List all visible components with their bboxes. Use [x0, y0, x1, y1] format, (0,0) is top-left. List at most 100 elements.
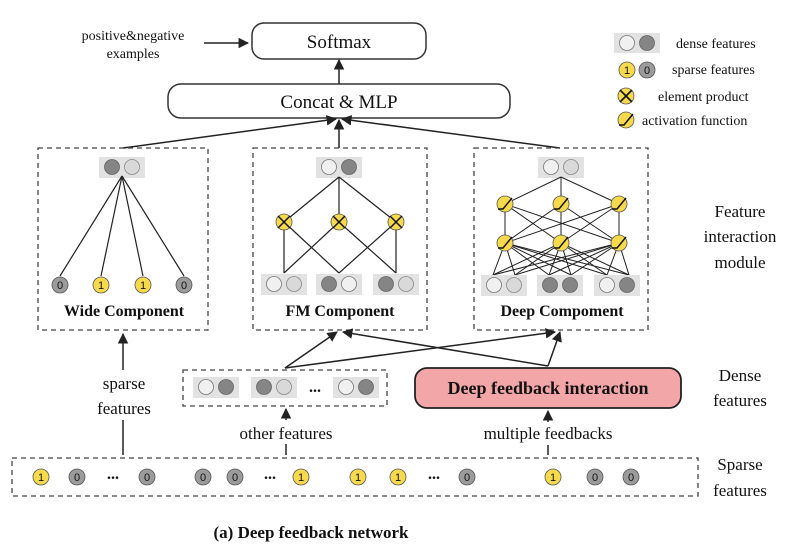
deep-activation-nodes: [496, 195, 628, 252]
pos-neg-label-line1: positive&negative: [82, 29, 185, 44]
legend-sparse-label: sparse features: [672, 63, 755, 78]
sparse-feature-node: 0: [138, 468, 156, 486]
concat-mlp-label: Concat & MLP: [280, 92, 397, 113]
node-circle: [51, 276, 69, 294]
node-circle: [458, 468, 476, 486]
wide-input-node: 0: [175, 276, 193, 294]
node-value: 1: [550, 472, 556, 484]
wide-to-concat-arrow: [122, 115, 338, 149]
sparse-feature-node: 1: [349, 468, 367, 486]
deep-input-chip: [481, 275, 527, 296]
deep-to-concat-arrow: [340, 115, 561, 149]
sparse-feature-node: ...: [107, 466, 119, 483]
dense-feature-row: ...: [182, 369, 388, 407]
node-circle: [292, 468, 310, 486]
legend-activation-label: activation function: [642, 114, 747, 129]
deep-activation-node: [610, 234, 628, 252]
node-circle: [544, 468, 562, 486]
dense-to-fm-arrow: [284, 331, 338, 369]
node-circle: [175, 276, 193, 294]
node-circle: [92, 276, 110, 294]
legend-activation-icon: [617, 111, 635, 129]
dense-line2: features: [713, 391, 767, 410]
caption: (a) Deep feedback network: [214, 523, 410, 542]
fim-line3: module: [715, 253, 766, 272]
node-value: 1: [38, 472, 44, 484]
sparse-feature-node: 1: [32, 468, 50, 486]
deep-activation-node: [496, 195, 514, 213]
node-value: 1: [355, 472, 361, 484]
other-features-label: other features: [240, 424, 333, 443]
sparse-feature-node: 0: [586, 468, 604, 486]
node-circle: [32, 468, 50, 486]
fm-product-node: [330, 213, 348, 231]
node-value: 1: [298, 472, 304, 484]
sparse-feature-node: 0: [194, 468, 212, 486]
wide-input-node: 1: [92, 276, 110, 294]
fm-input-chip: [261, 274, 307, 295]
legend-dense-chip: [614, 33, 660, 53]
fm-input-chip: [316, 274, 362, 295]
dfi-to-deep-arrow: [547, 331, 562, 367]
sparse-feature-node: 1: [292, 468, 310, 486]
node-circle: [389, 468, 407, 486]
ellipsis-text: ...: [264, 466, 276, 483]
fm-input-chips: [261, 274, 419, 295]
concat-mlp-block: Concat & MLP: [167, 83, 511, 119]
deep-activation-node: [552, 195, 570, 213]
sparse-feature-node: 0: [458, 468, 476, 486]
deep-edges: [492, 176, 630, 276]
node-value: 0: [464, 472, 470, 484]
wide-input-node: 0: [51, 276, 69, 294]
ellipsis-text: ...: [428, 466, 440, 483]
node-circle: [134, 276, 152, 294]
sparse-features-text-line1: sparse: [103, 374, 145, 393]
node-circle: [226, 468, 244, 486]
deep-component-label: Deep Compoment: [500, 303, 624, 320]
node-value: 0: [200, 472, 206, 484]
deep-feedback-interaction-block: Deep feedback interaction: [414, 367, 682, 409]
fm-input-chip: [373, 274, 419, 295]
node-circle: [586, 468, 604, 486]
dense-ellipsis: ...: [309, 379, 321, 396]
sparse-feature-node: 0: [226, 468, 244, 486]
node-value: 0: [57, 280, 63, 292]
deep-component: Deep Compoment: [473, 147, 649, 331]
fm-product-nodes: [275, 213, 405, 231]
node-value: 0: [144, 472, 150, 484]
multiple-feedbacks-label: multiple feedbacks: [484, 424, 613, 443]
node-value: 0: [628, 472, 634, 484]
fm-product-node: [275, 213, 293, 231]
node-value: 1: [98, 280, 104, 292]
fm-output-chip: [316, 157, 362, 178]
legend-zero-text: 0: [644, 65, 650, 77]
dense-chip: [193, 377, 239, 398]
wide-output-chip: [99, 157, 145, 178]
fm-product-node: [387, 213, 405, 231]
node-value: 1: [395, 472, 401, 484]
deep-activation-node: [496, 234, 514, 252]
wide-component-label: Wide Component: [64, 303, 185, 320]
dfi-label: Deep feedback interaction: [448, 378, 649, 398]
node-circle: [622, 468, 640, 486]
fim-line1: Feature: [715, 202, 766, 221]
feature-interaction-module-label: Feature interaction module: [704, 202, 777, 272]
sparse-line1: Sparse: [717, 455, 762, 474]
dense-chip: [333, 377, 379, 398]
wide-edges: [59, 175, 185, 277]
sparse-features-text-line2: features: [97, 399, 151, 418]
legend-product-icon: [617, 87, 635, 105]
softmax-block: Softmax: [251, 22, 427, 60]
pos-neg-label-line2: examples: [107, 47, 160, 62]
dense-features-label: Dense features: [713, 366, 767, 410]
fim-line2: interaction: [704, 227, 777, 246]
fm-component: FM Component: [252, 147, 428, 331]
sparse-feature-node: ...: [264, 466, 276, 483]
legend-one-node: [618, 61, 636, 79]
deep-activation-node: [610, 195, 628, 213]
node-circle: [138, 468, 156, 486]
sparse-feature-node: ...: [428, 466, 440, 483]
